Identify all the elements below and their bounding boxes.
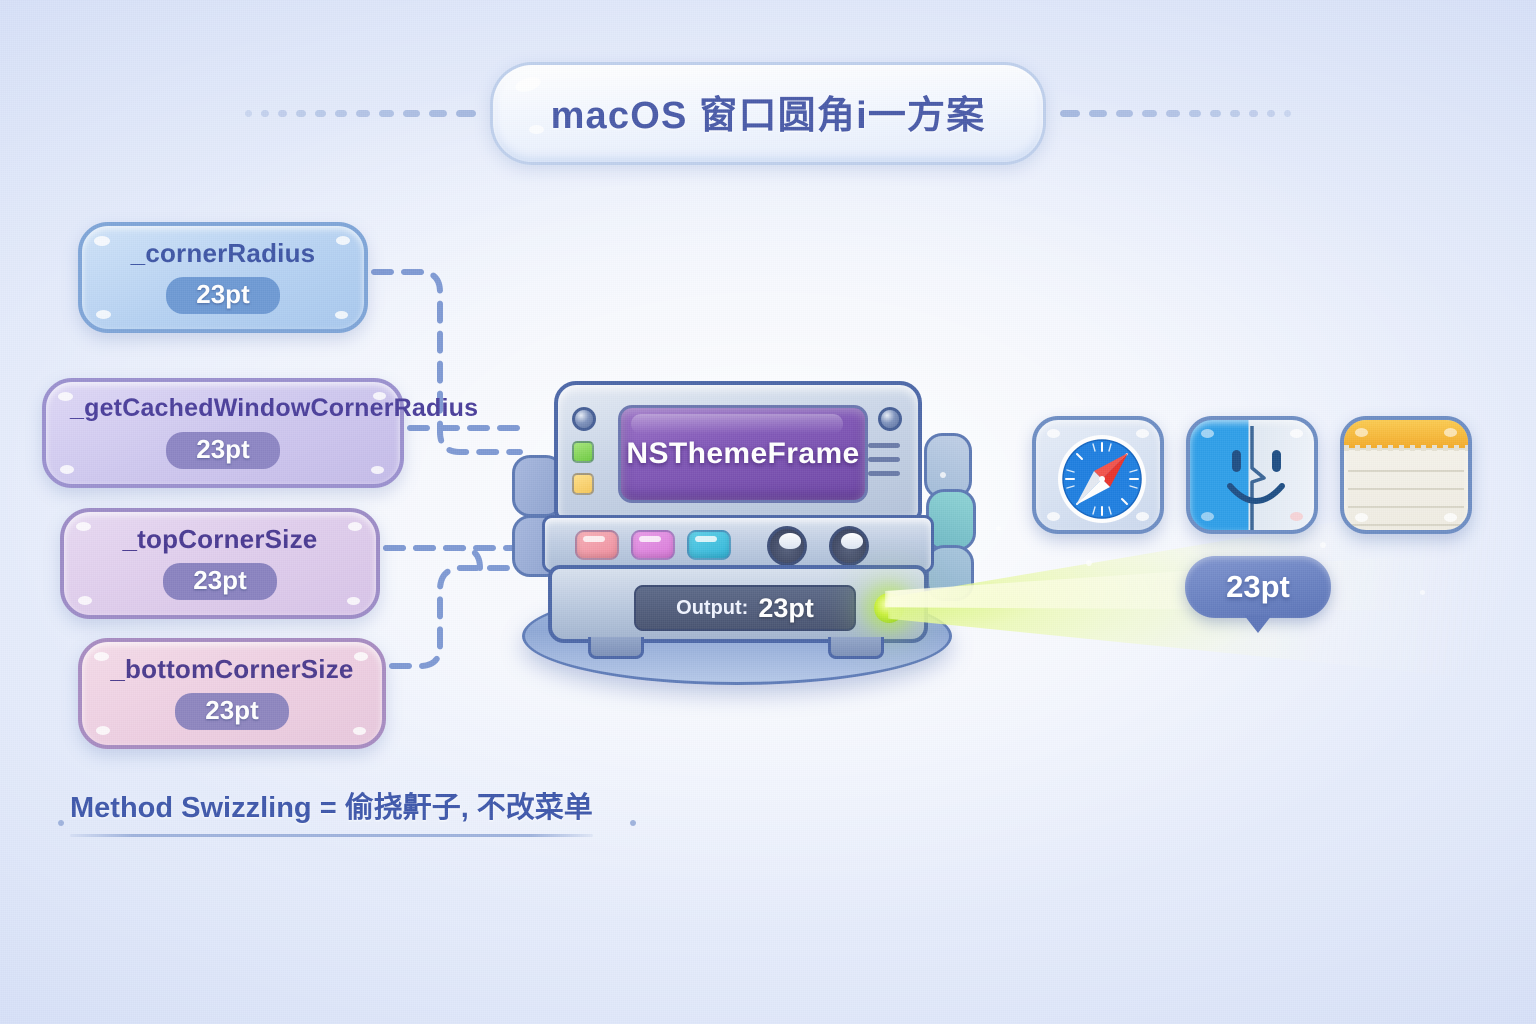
control-dial-left[interactable] (767, 526, 807, 566)
finder-face-icon (1227, 426, 1285, 530)
output-display: Output: 23pt (634, 585, 856, 631)
app-icon-safari[interactable] (1032, 416, 1164, 534)
machine-knob-top-left[interactable] (572, 407, 596, 431)
corner-radius-tooltip: 23pt (1185, 556, 1331, 618)
property-name: _cornerRadius (130, 238, 316, 268)
property-card-getCachedWindowCornerRadius[interactable]: _getCachedWindowCornerRadius 23pt (42, 378, 479, 488)
property-value-badge: 23pt (166, 431, 280, 469)
property-name: _topCornerSize (122, 524, 318, 554)
title-row: macOS 窗口圆角i一方案 (0, 62, 1536, 165)
footer-caption: Method Swizzling = 偷挠鼾子, 不改菜单 (58, 784, 636, 837)
property-value-badge: 23pt (175, 692, 289, 730)
page-title: macOS 窗口圆角i一方案 (550, 95, 986, 137)
wire-bottomCornerSize (389, 565, 523, 669)
title-dotted-line-right (1060, 110, 1292, 117)
property-value-badge: 23pt (163, 562, 277, 600)
page-title-pill: macOS 窗口圆角i一方案 (489, 62, 1047, 165)
screen-label: NSThemeFrame (626, 437, 860, 470)
safari-compass-icon (1058, 435, 1146, 523)
property-card-topCornerSize[interactable]: _topCornerSize 23pt (60, 508, 380, 619)
app-icon-finder[interactable] (1186, 416, 1318, 534)
control-button-cyan[interactable] (687, 530, 731, 560)
property-name: _getCachedWindowCornerRadius (70, 394, 479, 422)
app-icon-notes[interactable] (1340, 416, 1472, 534)
machine-foot-left (588, 637, 644, 659)
control-dial-right[interactable] (829, 526, 869, 566)
machine-knob-top-right[interactable] (878, 407, 902, 431)
control-button-magenta[interactable] (631, 530, 675, 560)
property-name: _bottomCornerSize (110, 654, 354, 684)
app-icon-row (1032, 416, 1472, 534)
vent-line (868, 471, 900, 476)
vent-line (868, 457, 900, 462)
control-button-pink[interactable] (575, 530, 619, 560)
machine-foot-right (828, 637, 884, 659)
title-dotted-line-left (244, 110, 476, 117)
output-label: Output: (676, 596, 749, 619)
property-card-bottomCornerSize[interactable]: _bottomCornerSize 23pt (78, 638, 386, 749)
status-indicator-yellow (572, 473, 594, 495)
status-indicator-green (572, 441, 594, 463)
wire-topCornerSize (383, 545, 483, 571)
output-led-indicator (874, 593, 904, 623)
machine-head: NSThemeFrame (554, 381, 922, 521)
property-card-cornerRadius[interactable]: _cornerRadius 23pt (78, 222, 368, 333)
machine-port-right-upper (924, 433, 972, 499)
vent-line (868, 443, 900, 448)
property-value-badge: 23pt (166, 276, 280, 314)
caption-underline (70, 834, 593, 837)
caption-text: Method Swizzling = 偷挠鼾子, 不改菜单 (70, 792, 593, 824)
nsthemeframe-machine: NSThemeFrame Output: 23pt (510, 375, 976, 695)
tooltip-value: 23pt (1226, 569, 1290, 604)
output-value: 23pt (758, 592, 814, 623)
machine-output-section: Output: 23pt (548, 565, 928, 643)
machine-screen: NSThemeFrame (618, 405, 868, 503)
